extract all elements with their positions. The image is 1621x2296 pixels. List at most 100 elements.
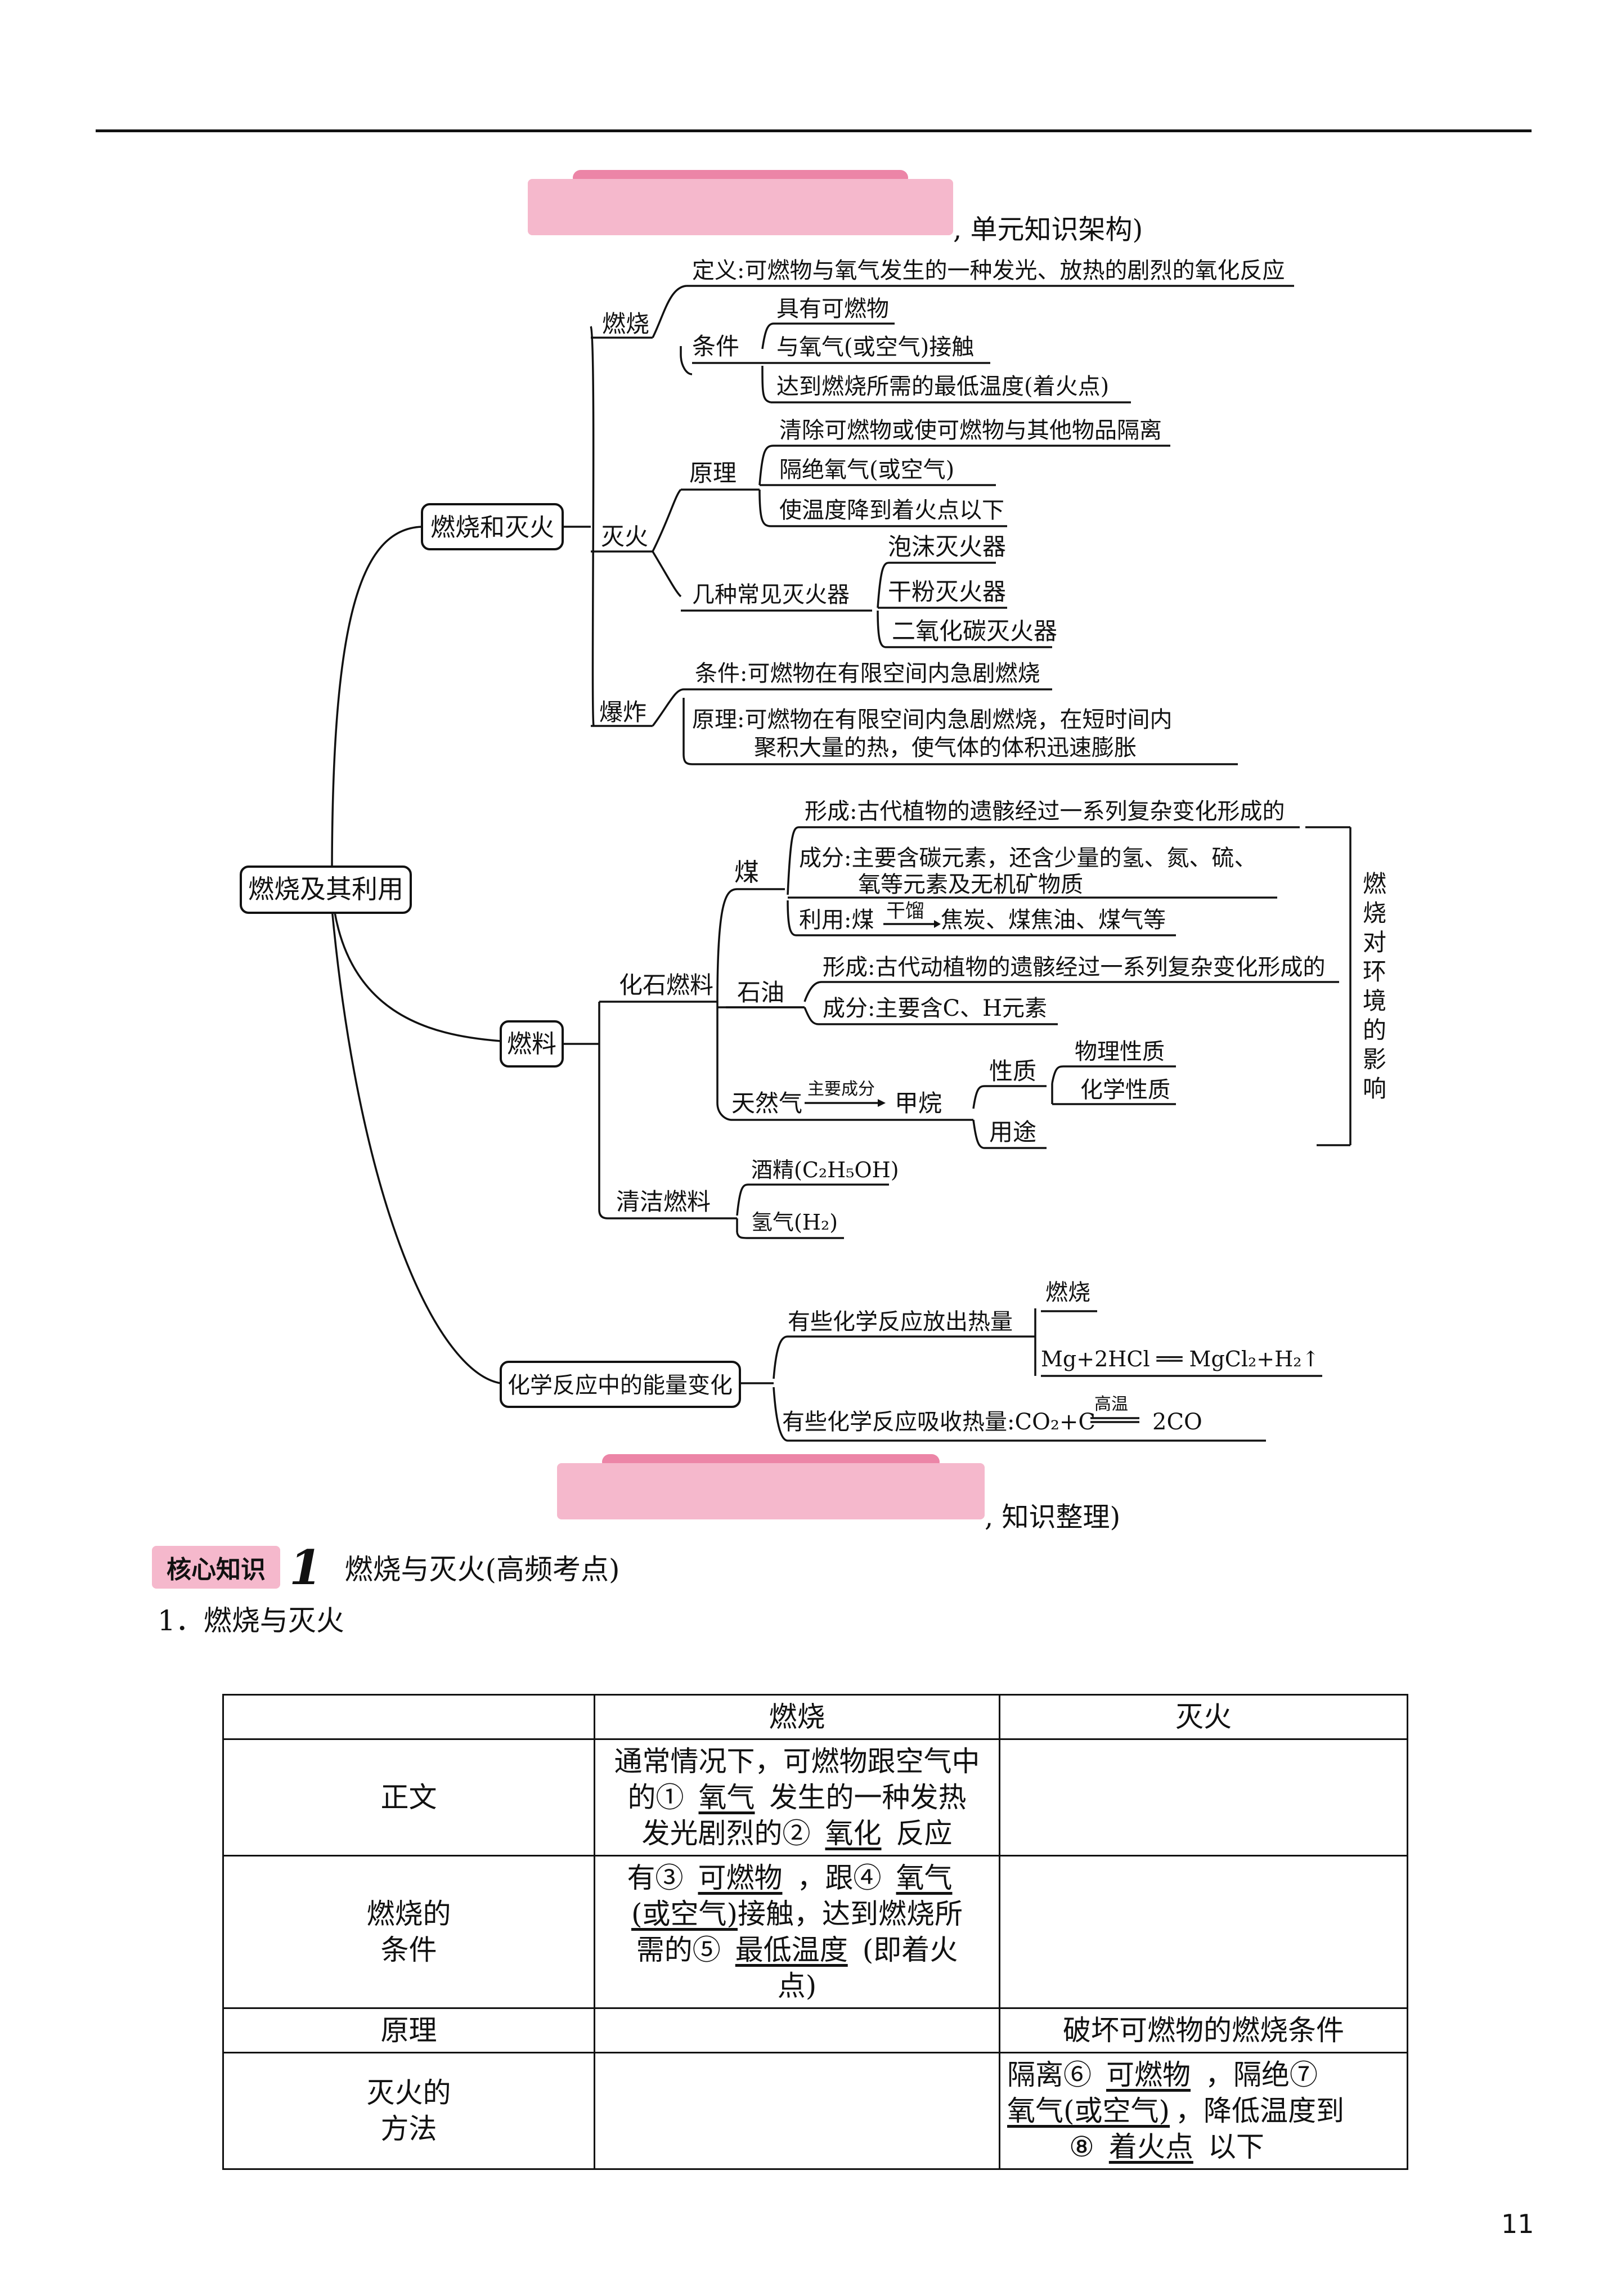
table-header-cell: [222, 1694, 595, 1740]
banner-bar: [528, 179, 953, 235]
methane-label: 甲烷: [895, 1089, 942, 1117]
burning-and-fire-label: 燃烧和灭火: [430, 513, 554, 542]
oil-label: 石油: [737, 979, 784, 1006]
label-line: 条件: [380, 1934, 437, 1966]
heat-absorb-label: 有些化学反应吸收热量:CO₂+C: [782, 1409, 1095, 1435]
definition-text: 定义:可燃物与氧气发生的一种发光、放热的剧烈的氧化反应: [692, 258, 1285, 284]
chemical-properties: 化学性质: [1080, 1077, 1170, 1103]
physical-properties: 物理性质: [1075, 1039, 1165, 1065]
answer-1: 氧气: [698, 1781, 755, 1814]
root-box: [240, 866, 412, 914]
table-cell: [594, 2052, 1000, 2170]
cell-text: 反应: [896, 1817, 953, 1850]
label-line: 燃烧的: [366, 1898, 451, 1930]
hydrogen-label: 氢气(H₂): [751, 1210, 838, 1235]
burning-label: 燃烧: [602, 310, 649, 338]
oil-formation: 形成:古代动植物的遗骸经过一系列复杂变化形成的: [823, 954, 1325, 980]
condition-2: 与氧气(或空气)接触: [776, 334, 974, 360]
subheading: 1．燃烧与灭火: [158, 1604, 344, 1637]
principle-label: 原理: [689, 459, 737, 487]
conditions-label: 条件: [692, 333, 739, 360]
label-line: 方法: [380, 2113, 437, 2145]
condition-1: 具有可燃物: [776, 296, 889, 322]
core-knowledge-badge: 核心知识: [152, 1546, 280, 1589]
explosion-principle-line2: 聚积大量的热，使气体的体积迅速膨胀: [754, 735, 1137, 761]
answer-4: 氧气: [896, 1862, 953, 1894]
clean-fuel-label: 清洁燃料: [616, 1188, 711, 1216]
row-label: 灭火的方法: [222, 2052, 595, 2170]
answer-5: 最低温度: [735, 1934, 848, 1966]
answer-6: 可燃物: [1106, 2059, 1191, 2091]
heat-absorb-condition: 高温: [1094, 1394, 1128, 1414]
root-label: 燃烧及其利用: [248, 874, 403, 904]
table-header-cell: 灭火: [999, 1694, 1408, 1740]
cell-text: ⑧: [1069, 2131, 1094, 2163]
extinguish-label: 灭火: [601, 523, 648, 550]
heat-release-example-head: 燃烧: [1045, 1280, 1090, 1306]
row-label: 正文: [222, 1738, 595, 1856]
cell-text: ，降低温度到: [1175, 2095, 1345, 2127]
architecture-banner: [528, 170, 953, 235]
fossil-fuel-label: 化石燃料: [619, 971, 713, 999]
cell-text: ，跟④: [797, 1862, 882, 1894]
fuel-label: 燃料: [507, 1030, 556, 1059]
oil-composition: 成分:主要含C、H元素: [823, 995, 1047, 1021]
banner-bar: [557, 1463, 985, 1519]
row-label: 原理: [222, 2007, 595, 2053]
coal-use-prefix: 利用:煤: [799, 907, 874, 933]
coal-use-products: 焦炭、煤焦油、煤气等: [941, 907, 1166, 933]
coal-formation: 形成:古代植物的遗骸经过一系列复杂变化形成的: [805, 799, 1285, 824]
cell-text: (即着火: [862, 1934, 958, 1966]
section-heading: 核心知识 1 燃烧与灭火(高频考点): [152, 1540, 619, 1595]
energy-box: [500, 1361, 741, 1408]
condition-3: 达到燃烧所需的最低温度(着火点): [776, 374, 1109, 400]
answer-2: 氧化: [825, 1817, 882, 1850]
table-cell: [999, 1855, 1408, 2009]
cell-text: 隔离⑥: [1007, 2059, 1092, 2091]
top-rule: [96, 129, 1532, 132]
explosion-label: 爆炸: [599, 698, 646, 726]
extinguisher-1: 泡沫灭火器: [888, 533, 1006, 560]
heat-release-example: Mg+2HCl ══ MgCl₂+H₂↑: [1041, 1347, 1319, 1371]
principle-2: 隔绝氧气(或空气): [779, 457, 954, 483]
energy-label: 化学反应中的能量变化: [508, 1373, 733, 1398]
principle-1: 清除可燃物或使可燃物与其他物品隔离: [779, 418, 1162, 443]
heat-release-label: 有些化学反应放出热量: [788, 1309, 1013, 1335]
answer-4-cont: (或空气): [631, 1898, 738, 1930]
table-cell: 破坏可燃物的燃烧条件: [999, 2007, 1408, 2053]
cell-line: 通常情况下，可燃物跟空气中: [614, 1745, 980, 1778]
review-banner: [557, 1454, 985, 1519]
table-cell: [594, 2007, 1000, 2053]
label-line: 灭火的: [366, 2077, 451, 2109]
properties-label: 性质: [989, 1057, 1036, 1085]
cell-text: 有③: [627, 1862, 684, 1894]
gas-arrow-label: 主要成分: [807, 1079, 875, 1099]
burning-and-fire-box: [421, 503, 564, 550]
section-number: 1: [289, 1539, 322, 1595]
cell-line: 氧气(或空气)，降低温度到: [1007, 2093, 1400, 2129]
table-header-cell: 燃烧: [594, 1694, 1000, 1740]
extinguisher-3: 二氧化碳灭火器: [892, 617, 1057, 645]
extinguishers-label: 几种常见灭火器: [692, 582, 850, 608]
coal-label: 煤: [734, 858, 759, 887]
extinguisher-2: 干粉灭火器: [888, 578, 1006, 606]
table-row: 原理 破坏可燃物的燃烧条件: [222, 2007, 1408, 2053]
table-cell: [999, 1738, 1408, 1856]
fuel-box: [500, 1020, 564, 1068]
principle-3: 使温度降到着火点以下: [779, 497, 1004, 523]
explosion-condition: 条件:可燃物在有限空间内急剧燃烧: [695, 661, 1040, 687]
cell-text: 以下: [1207, 2131, 1264, 2163]
cell-line: (或空气)接触，达到燃烧所: [602, 1896, 992, 1932]
knowledge-mindmap: 燃烧及其利用 燃烧和灭火 燃烧 定义:可燃物与氧气发生的一种发光、放热的剧烈的氧…: [240, 258, 1387, 1442]
coal-use-condition: 干馏: [886, 900, 924, 922]
cell-text: 需的⑤: [636, 1934, 721, 1966]
